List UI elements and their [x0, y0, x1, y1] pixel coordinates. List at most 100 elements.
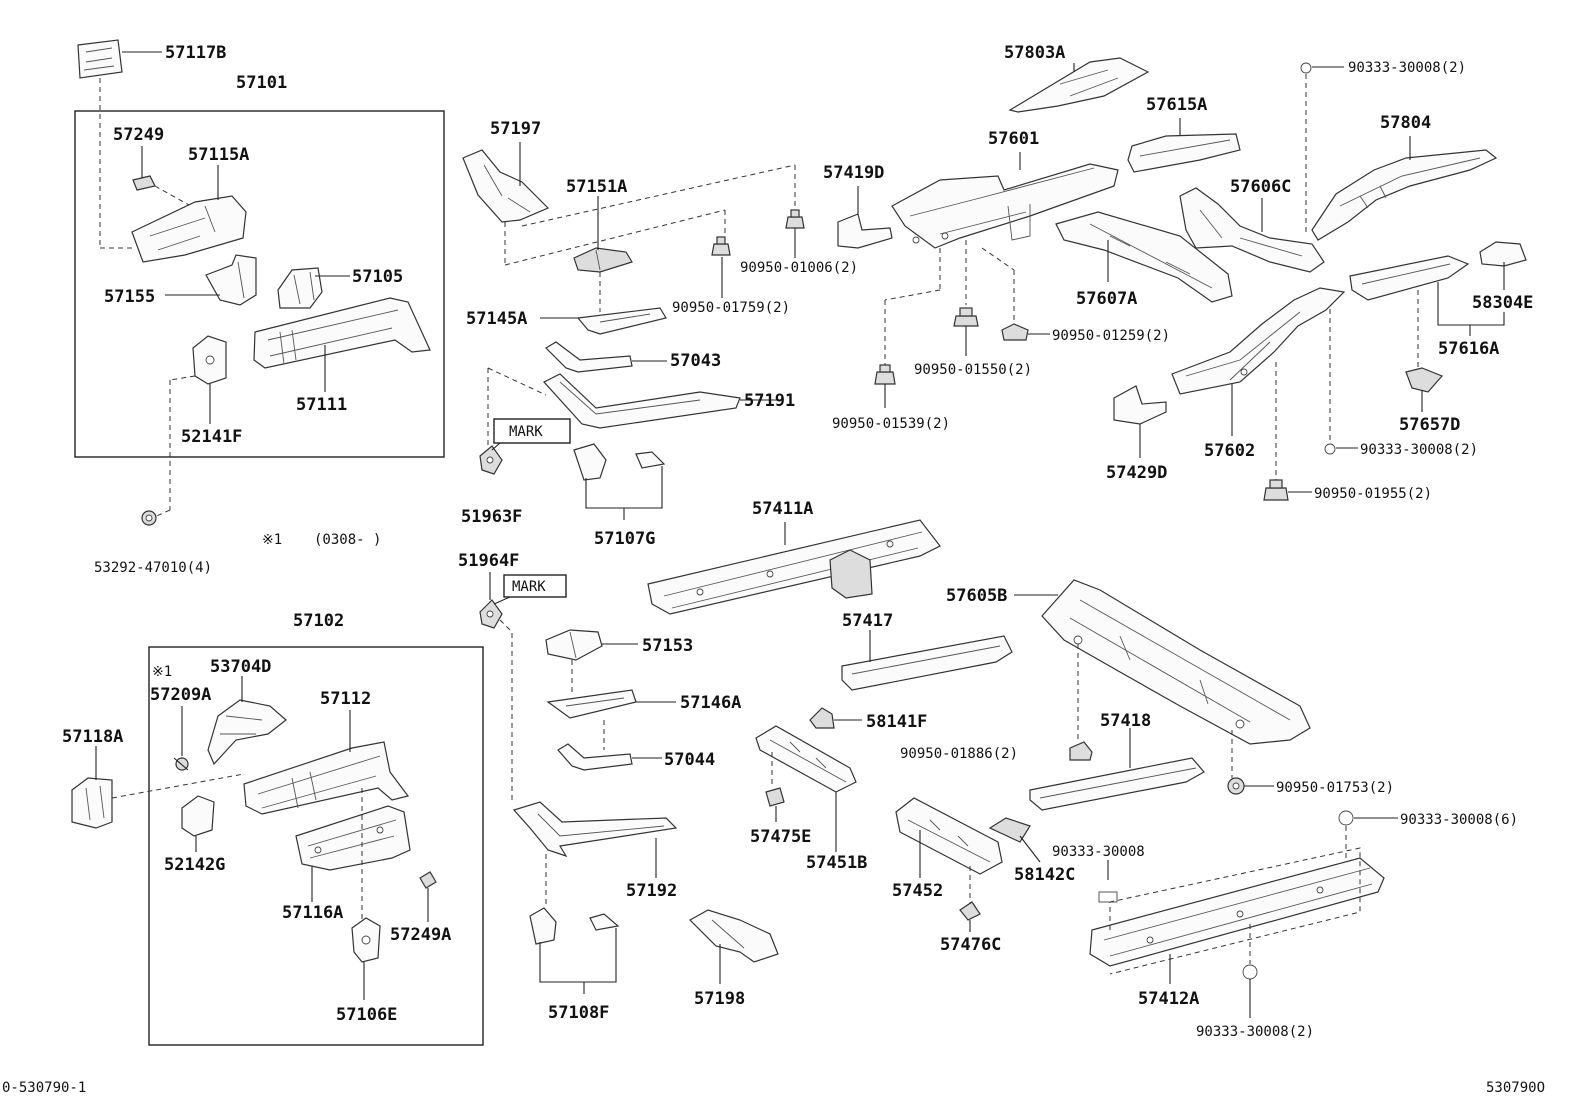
label-57106E: 57106E — [336, 1005, 397, 1025]
label-90333-30008-single: 90333-30008 — [1052, 844, 1145, 860]
part-57145A — [576, 307, 667, 335]
label-90333-30008-six: 90333-30008(6) — [1400, 812, 1518, 828]
part-57116A — [295, 805, 411, 871]
part-57118A — [71, 777, 113, 829]
part-57155 — [205, 254, 257, 306]
part-90333-30008-b — [1324, 443, 1336, 455]
part-90950-01886 — [1069, 741, 1093, 761]
part-57411A — [647, 519, 941, 615]
label-57105: 57105 — [352, 267, 403, 287]
label-58141F: 58141F — [866, 712, 927, 732]
label-57118A: 57118A — [62, 727, 123, 747]
label-57117B: 57117B — [165, 43, 226, 63]
part-57616A-a — [1349, 255, 1470, 301]
label-90950-01006: 90950-01006(2) — [740, 260, 858, 276]
label-57146A: 57146A — [680, 693, 741, 713]
part-57412A — [1089, 857, 1385, 967]
label-57418: 57418 — [1100, 711, 1151, 731]
label-57452: 57452 — [892, 881, 943, 901]
part-57192 — [512, 801, 678, 858]
label-57411A: 57411A — [752, 499, 813, 519]
label-57115A: 57115A — [188, 145, 249, 165]
label-57102: 57102 — [293, 611, 344, 631]
label-90950-01550: 90950-01550(2) — [914, 362, 1032, 378]
part-57108F-a — [529, 907, 557, 945]
part-58304E — [1479, 241, 1527, 267]
part-90950-01259 — [1001, 323, 1029, 341]
label-57803A: 57803A — [1004, 43, 1065, 63]
part-57198 — [689, 909, 779, 963]
part-57601 — [891, 163, 1119, 249]
label-57419D: 57419D — [823, 163, 884, 183]
label-57417: 57417 — [842, 611, 893, 631]
label-53704D: 53704D — [210, 657, 271, 677]
part-57146A — [546, 689, 637, 719]
label-57043: 57043 — [670, 351, 721, 371]
part-52141F — [192, 335, 227, 385]
label-90333-30008-top: 90333-30008(2) — [1348, 60, 1466, 76]
label-57198: 57198 — [694, 989, 745, 1009]
part-57605B — [1041, 579, 1311, 745]
label-57602: 57602 — [1204, 441, 1255, 461]
label-57412A: 57412A — [1138, 989, 1199, 1009]
label-57191: 57191 — [744, 391, 795, 411]
note-symbol-2: ※1 — [152, 664, 172, 680]
part-90950-01759 — [711, 236, 731, 256]
label-51964F: 51964F — [458, 551, 519, 571]
label-57607A: 57607A — [1076, 289, 1137, 309]
part-90333-30008-d — [1338, 810, 1354, 826]
part-53704D — [207, 699, 287, 766]
label-57209A: 57209A — [150, 685, 211, 705]
label-58142C: 58142C — [1014, 865, 1075, 885]
part-90333-30008-e — [1242, 964, 1258, 980]
part-57108F-b — [589, 913, 620, 931]
label-57153: 57153 — [642, 636, 693, 656]
part-57417 — [841, 635, 1013, 691]
part-57607A — [1055, 211, 1233, 303]
label-57108F: 57108F — [548, 1003, 609, 1023]
label-51963F: 51963F — [461, 507, 522, 527]
part-57615A — [1127, 133, 1241, 173]
label-57107G: 57107G — [594, 529, 655, 549]
label-90333-30008-bottom: 90333-30008(2) — [1196, 1024, 1314, 1040]
part-57209A — [173, 757, 189, 771]
part-57044 — [557, 743, 633, 771]
assembly-box-57102 — [148, 646, 484, 1046]
part-57115A — [131, 195, 247, 263]
part-57105 — [277, 267, 323, 309]
label-90950-01259: 90950-01259(2) — [1052, 328, 1170, 344]
part-90950-01539 — [874, 364, 896, 385]
label-52142G: 52142G — [164, 855, 225, 875]
label-90950-01753: 90950-01753(2) — [1276, 780, 1394, 796]
label-90950-01955: 90950-01955(2) — [1314, 486, 1432, 502]
label-57451B: 57451B — [806, 853, 867, 873]
label-90333-30008-mid: 90333-30008(2) — [1360, 442, 1478, 458]
part-57112 — [243, 741, 410, 815]
part-57411A-bracket — [829, 549, 873, 599]
part-57043 — [545, 341, 633, 373]
footer-left-code: 0-530790-1 — [2, 1080, 86, 1096]
label-57601: 57601 — [988, 129, 1039, 149]
label-57476C: 57476C — [940, 935, 1001, 955]
label-57192: 57192 — [626, 881, 677, 901]
part-90333-30008-a — [1300, 62, 1312, 74]
label-57429D: 57429D — [1106, 463, 1167, 483]
part-51964F — [479, 599, 503, 629]
mark-label-2: MARK — [512, 579, 546, 595]
note-symbol: ※1 — [262, 532, 282, 548]
part-57107G-a — [573, 443, 607, 481]
label-57044: 57044 — [664, 750, 715, 770]
assembly-box-57101 — [74, 110, 445, 458]
part-57476C — [959, 901, 981, 921]
part-57249 — [132, 175, 156, 191]
part-57475E — [765, 787, 785, 807]
part-57106E — [351, 917, 381, 963]
part-57657D — [1405, 367, 1444, 393]
part-57111 — [253, 297, 431, 369]
label-57111: 57111 — [296, 395, 347, 415]
part-52142G — [181, 795, 215, 837]
part-57197 — [462, 149, 550, 223]
label-57605B: 57605B — [946, 586, 1007, 606]
